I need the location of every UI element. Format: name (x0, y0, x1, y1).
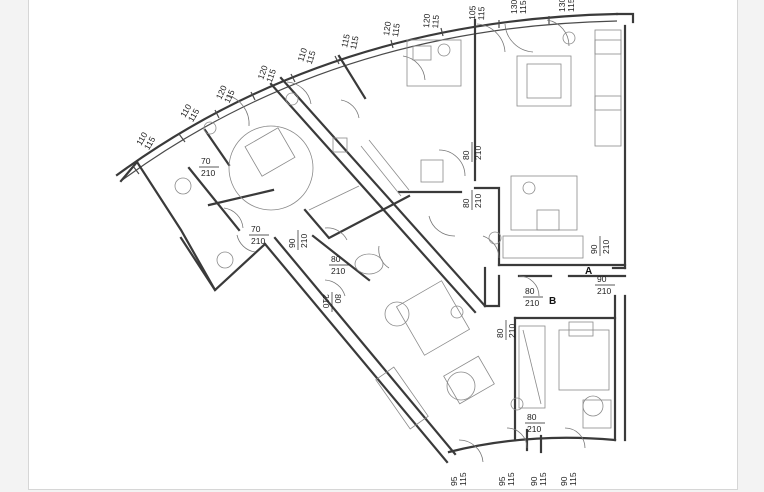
window-dim-height: 115 (304, 49, 318, 65)
window-dim-width: 90 (559, 476, 569, 486)
door-dim-width: 70 (201, 156, 211, 166)
door-dim-width: 90 (589, 244, 599, 254)
unit-b-label: B (549, 296, 556, 307)
door-dim-width: 80 (527, 412, 537, 422)
door-dim-width: 80 (331, 254, 341, 264)
door-dim-width: 80 (333, 294, 343, 304)
window-dim-width: 105 (467, 5, 477, 20)
furniture (174, 29, 622, 430)
door-dim-height: 210 (527, 424, 541, 434)
door-dim-width: 80 (461, 198, 471, 208)
window-dim-height: 115 (518, 0, 528, 14)
door-dim-width: 80 (461, 150, 471, 160)
door-dim-height: 210 (525, 298, 539, 308)
window-dim-width: 120 (255, 64, 269, 81)
door-dim-height: 210 (331, 266, 345, 276)
window-dim-height: 115 (264, 67, 278, 83)
door-dimension-labels: 70 210 70 210 80 210 80 210 80 210 80 21… (199, 142, 615, 434)
window-dim-width: 90 (529, 476, 539, 486)
door-dim-height: 210 (507, 324, 517, 338)
window-dim-height: 115 (348, 35, 361, 51)
door-dim-width: 90 (597, 274, 607, 284)
window-dim-height: 115 (506, 472, 516, 486)
door-dim-height: 210 (299, 234, 309, 248)
window-dim-width: 115 (339, 33, 352, 49)
door-dim-width: 90 (287, 238, 297, 248)
door-dim-width: 80 (525, 286, 535, 296)
window-dim-width: 95 (497, 476, 507, 486)
door-dim-height: 210 (473, 146, 483, 160)
window-dim-height: 115 (390, 22, 402, 37)
window-dim-height: 115 (538, 472, 548, 486)
window-dim-height: 115 (568, 472, 578, 486)
window-dimension-labels-bottom: 95 115 95 115 90 115 90 115 (449, 472, 578, 486)
floor-plan-sheet: A B 70 210 70 210 80 210 80 210 80 210 (28, 0, 738, 490)
window-dim-height: 115 (476, 6, 486, 20)
door-dim-height: 210 (321, 294, 331, 308)
window-dim-width: 110 (295, 46, 309, 62)
door-swings (223, 19, 586, 463)
window-dim-height: 115 (566, 0, 576, 12)
window-dim-width: 130 (509, 0, 519, 14)
floor-plan-drawing: A B 70 210 70 210 80 210 80 210 80 210 (115, 0, 635, 486)
outer-walls (115, 12, 635, 464)
door-dim-width: 80 (495, 328, 505, 338)
door-dim-height: 210 (601, 240, 611, 254)
window-dim-width: 120 (421, 13, 432, 28)
interior-walls (187, 18, 627, 454)
door-dim-height: 210 (473, 194, 483, 208)
window-dim-width: 95 (449, 476, 459, 486)
door-dim-width: 70 (251, 224, 261, 234)
window-dim-height: 115 (458, 472, 468, 486)
door-dim-height: 210 (201, 168, 215, 178)
window-openings (132, 16, 550, 175)
unit-a-label: A (585, 266, 592, 277)
window-dim-width: 130 (557, 0, 567, 12)
door-dim-height: 210 (597, 286, 611, 296)
door-dim-height: 210 (251, 236, 265, 246)
window-dimension-labels-top: 110 115 110 115 120 115 120 115 110 115 … (134, 0, 576, 152)
window-dim-width: 120 (381, 21, 393, 37)
window-dim-height: 115 (430, 14, 441, 28)
